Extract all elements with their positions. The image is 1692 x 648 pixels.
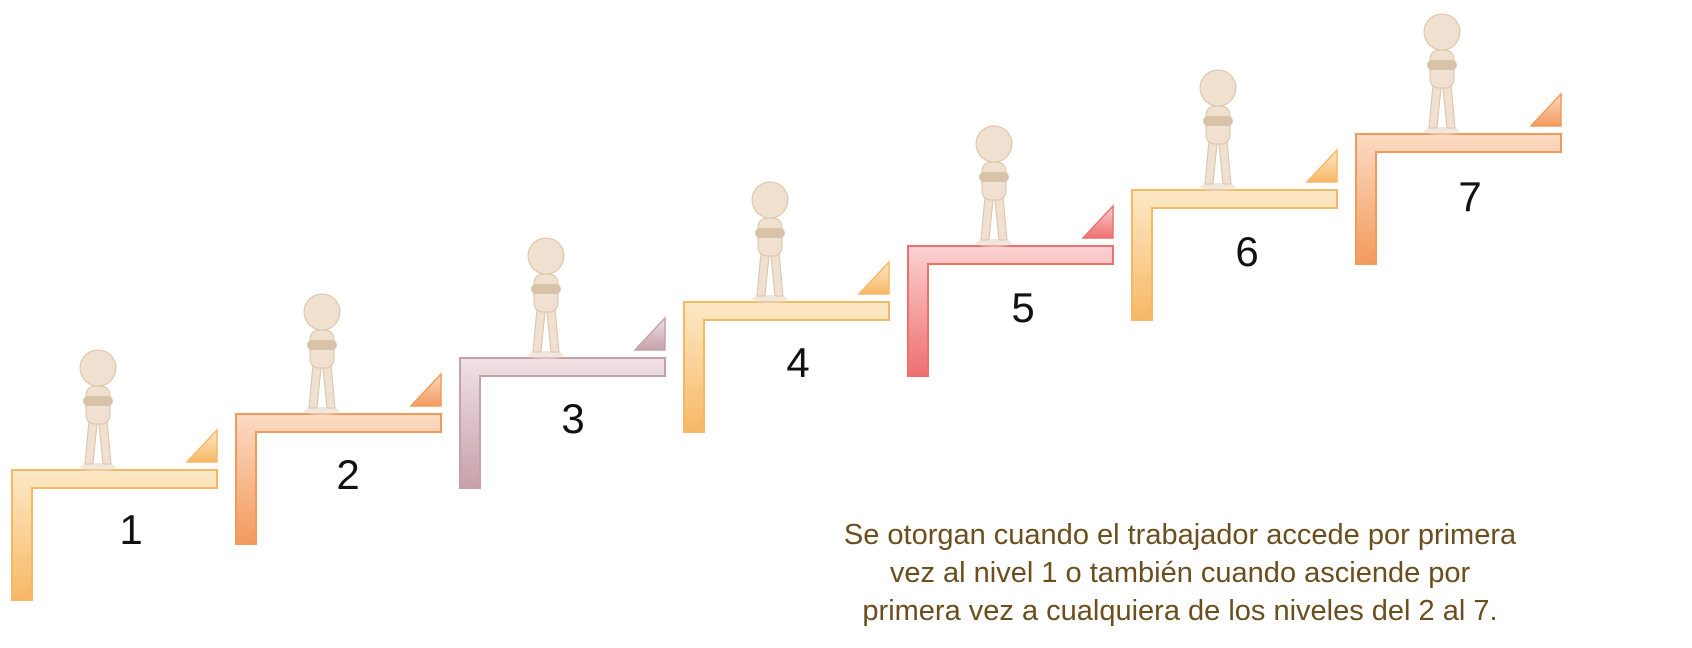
step-7	[1355, 13, 1562, 265]
person-icon	[975, 125, 1013, 247]
step-number-5: 5	[1011, 284, 1035, 331]
step-2	[235, 293, 442, 545]
step-triangle-2	[409, 372, 442, 407]
step-bracket-3	[459, 357, 666, 489]
caption-line-3: primera vez a cualquiera de los niveles …	[862, 595, 1498, 627]
person-icon	[751, 181, 789, 303]
step-6	[1131, 69, 1338, 321]
step-number-3: 3	[561, 395, 585, 442]
step-triangle-7	[1529, 92, 1562, 127]
step-triangle-3	[633, 316, 666, 351]
person-icon	[1423, 13, 1461, 135]
step-triangle-4	[857, 260, 890, 295]
step-triangle-6	[1305, 148, 1338, 183]
step-bracket-1	[11, 469, 218, 601]
caption-line-1: Se otorgan cuando el trabajador accede p…	[843, 519, 1517, 551]
step-number-4: 4	[786, 339, 810, 386]
step-4	[683, 181, 890, 433]
step-number-6: 6	[1235, 228, 1259, 275]
step-bracket-6	[1131, 189, 1338, 321]
step-3	[459, 237, 666, 489]
step-bracket-5	[907, 245, 1114, 377]
step-bracket-4	[683, 301, 890, 433]
step-number-7: 7	[1458, 173, 1482, 220]
caption-line-2: vez al nivel 1 o también cuando asciende…	[889, 557, 1471, 589]
step-1	[11, 349, 218, 601]
caption-text: Se otorgan cuando el trabajador accede p…	[650, 516, 1692, 630]
step-triangle-1	[185, 428, 218, 463]
step-triangle-5	[1081, 204, 1114, 239]
step-bracket-2	[235, 413, 442, 545]
step-5	[907, 125, 1114, 377]
person-icon	[303, 293, 341, 415]
step-number-2: 2	[336, 451, 360, 498]
person-icon	[527, 237, 565, 359]
step-number-1: 1	[119, 506, 143, 553]
person-icon	[1199, 69, 1237, 191]
person-icon	[79, 349, 117, 471]
step-bracket-7	[1355, 133, 1562, 265]
